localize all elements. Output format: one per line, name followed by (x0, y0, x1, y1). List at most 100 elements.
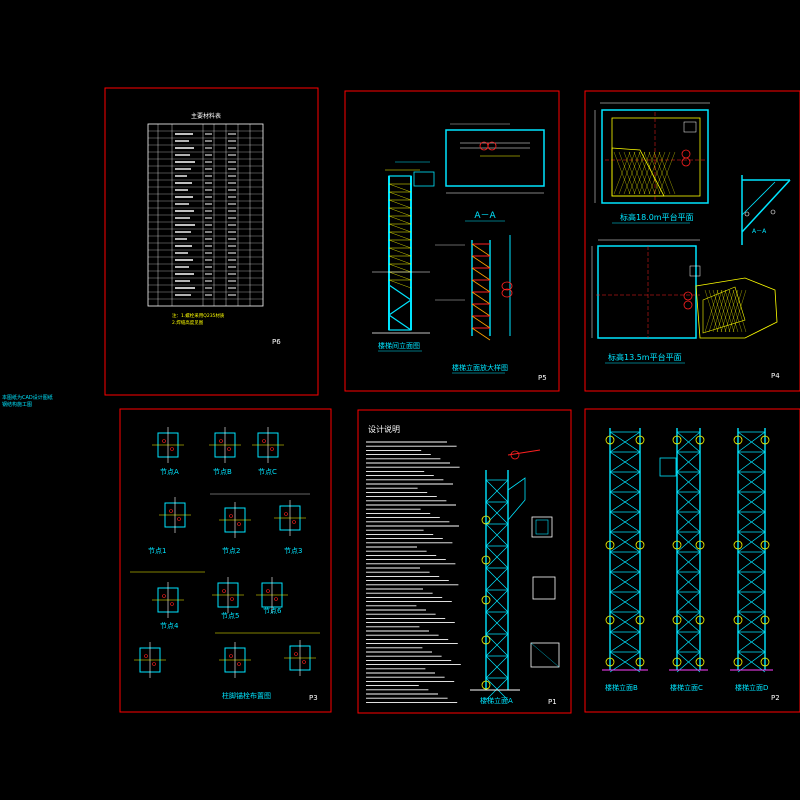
view-title: 楼梯立面A (480, 696, 513, 705)
bolt (270, 447, 274, 451)
bolt (219, 439, 223, 443)
node-label: 节点4 (160, 622, 179, 630)
hatch-line (658, 151, 676, 195)
tower-brace (737, 511, 766, 533)
tower-brace (485, 633, 509, 657)
tower-brace (737, 631, 766, 653)
hatch-line (633, 151, 651, 195)
tower-brace (676, 631, 701, 653)
node-label: 节点B (213, 468, 232, 476)
sheet-label: P2 (771, 694, 780, 702)
stair-stringer (471, 327, 491, 341)
stair-stringer (471, 303, 491, 317)
stair-stringer (388, 255, 412, 265)
tower-brace (609, 591, 641, 613)
table-title: 主要材料表 (191, 112, 221, 120)
tower-brace (676, 491, 701, 513)
node-marker (760, 615, 770, 625)
tower-brace (485, 545, 509, 569)
tower-brace (737, 551, 766, 573)
bolt (162, 439, 166, 443)
tower-brace (676, 431, 701, 453)
bolt (266, 589, 270, 593)
tower-brace (609, 511, 641, 533)
sheet-p3: 节点A 节点B 节点C 节点1 节点2 节点3 节点4 节点5 节点6 柱脚锚栓… (119, 408, 332, 713)
sheet-frame (357, 409, 572, 714)
bolt (227, 447, 231, 451)
stair-stringer (388, 263, 412, 273)
stair-stringer (388, 199, 412, 209)
tower-brace (485, 655, 509, 679)
tower-brace (676, 511, 701, 533)
tower-brace (676, 531, 701, 553)
tower-brace (676, 651, 701, 673)
stair-stringer (388, 215, 412, 225)
stair-stringer (388, 183, 412, 193)
node-marker (695, 615, 705, 625)
node-marker (760, 657, 770, 667)
sheet-frame (104, 87, 319, 396)
bolt (292, 520, 296, 524)
hatch-line (623, 151, 641, 195)
node-marker (695, 540, 705, 550)
node-marker (760, 540, 770, 550)
node-marker (635, 540, 645, 550)
stair-stringer (471, 291, 491, 305)
node-marker (635, 435, 645, 445)
stair-stringer (388, 247, 412, 257)
node-label: 节点A (160, 468, 179, 476)
sheet-p6: 主要材料表 注：1.螺栓采用Q235材质 2.焊缝高度见图 P6 (104, 87, 319, 396)
bracket-section: A－A (741, 175, 791, 245)
sheet-p5: 楼梯间立面图 A－A 楼梯立面放大样图 (344, 90, 560, 392)
tower-elevation-a (470, 449, 541, 701)
bolt (222, 589, 226, 593)
node-marker (481, 680, 491, 690)
view-title: A－A (752, 228, 767, 235)
node-marker (481, 635, 491, 645)
hatch-line (638, 151, 656, 195)
notes-title: 设计说明 (368, 424, 400, 434)
tower-brace (485, 567, 509, 591)
tower-brace (485, 589, 509, 613)
node-marker (605, 540, 615, 550)
tower-brace (609, 531, 641, 553)
hatch-line (643, 151, 661, 195)
node-marker (635, 615, 645, 625)
tower-brace (609, 651, 641, 673)
leader-line (507, 449, 541, 456)
bolt (294, 652, 298, 656)
view-title: 楼梯立面放大样图 (452, 363, 508, 372)
bolt (177, 517, 181, 521)
bolt (284, 512, 288, 516)
sheet-p4: 标高18.0m平台平面 标高13.5m平台平面 (584, 90, 800, 392)
bolt (302, 660, 306, 664)
sheet-label: P5 (538, 374, 547, 382)
hatch-line (724, 289, 739, 333)
bolt (274, 597, 278, 601)
tower-brace (737, 651, 766, 673)
tower-brace (737, 571, 766, 593)
node-marker (672, 540, 682, 550)
stair-stringer (388, 207, 412, 217)
tower-brace (737, 431, 766, 453)
stair-stringer (471, 279, 491, 293)
tower-brace (737, 491, 766, 513)
section-aa: A－A (445, 123, 545, 222)
sheet-frame (584, 90, 800, 392)
bolt (152, 662, 156, 666)
node-marker (733, 615, 743, 625)
node-marker (695, 435, 705, 445)
tower-brace (609, 551, 641, 573)
sheet-frame (344, 90, 560, 392)
node-marker (733, 657, 743, 667)
view-title: A－A (474, 211, 496, 221)
view-title: 楼梯立面C (670, 683, 703, 692)
stair-stringer (388, 279, 412, 289)
tower-brace (609, 491, 641, 513)
bolt (229, 654, 233, 658)
node-marker (605, 657, 615, 667)
bolt (162, 594, 166, 598)
tower-brace (737, 451, 766, 473)
tower-brace (737, 591, 766, 613)
node-marker (733, 435, 743, 445)
